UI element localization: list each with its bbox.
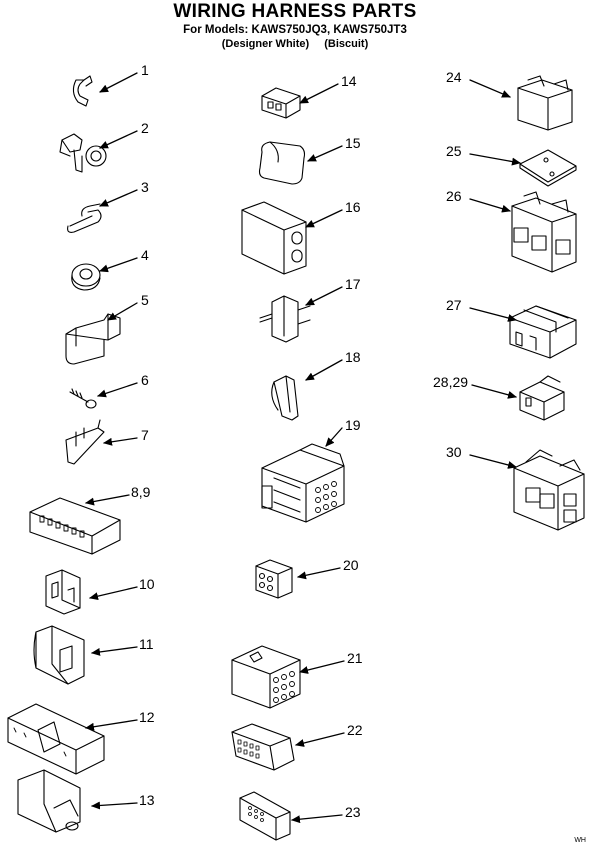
- label-part-3: 3: [141, 179, 149, 195]
- label-part-17: 17: [345, 276, 361, 292]
- part-23-connector: [239, 791, 291, 841]
- label-part-26: 26: [446, 188, 462, 204]
- part-12-terminal-strip: [7, 703, 105, 775]
- variant-biscuit: (Biscuit): [324, 38, 369, 50]
- part-4-grommet: [71, 263, 101, 291]
- part-2-clamp: [59, 133, 107, 173]
- label-part-30: 30: [446, 444, 462, 460]
- part-28-29-connector: [519, 375, 565, 421]
- label-part-15: 15: [345, 135, 361, 151]
- part-30-connector: [513, 449, 585, 531]
- part-27-connector: [509, 305, 577, 359]
- label-part-21: 21: [347, 650, 363, 666]
- label-part-8-9: 8,9: [131, 484, 151, 500]
- part-15-sleeve: [258, 141, 306, 185]
- label-part-23: 23: [345, 804, 361, 820]
- label-part-27: 27: [446, 297, 462, 313]
- variant-line: (Designer White) (Biscuit): [0, 38, 590, 50]
- label-part-4: 4: [141, 247, 149, 263]
- models-line: For Models: KAWS750JQ3, KAWS750JT3: [183, 24, 407, 36]
- label-part-18: 18: [345, 349, 361, 365]
- label-part-5: 5: [141, 292, 149, 308]
- label-part-10: 10: [139, 576, 155, 592]
- variant-designer-white: (Designer White): [221, 38, 310, 50]
- part-11-connector: [33, 625, 85, 685]
- label-part-6: 6: [141, 372, 149, 388]
- label-part-7: 7: [141, 427, 149, 443]
- label-part-20: 20: [343, 557, 359, 573]
- part-22-connector: [231, 723, 295, 771]
- part-13-connector: [17, 769, 81, 833]
- label-part-22: 22: [347, 722, 363, 738]
- label-part-2: 2: [141, 120, 149, 136]
- part-8-9-connector: [29, 497, 121, 555]
- part-18-clip: [271, 375, 299, 421]
- page-title: WIRING HARNESS PARTS: [173, 1, 417, 22]
- label-part-24: 24: [446, 69, 462, 85]
- part-17-connector: [259, 295, 311, 343]
- part-19-connector: [261, 443, 345, 523]
- part-5-strap-clip: [65, 313, 121, 365]
- part-10-connector: [45, 569, 81, 615]
- corner-code: WH: [574, 837, 586, 844]
- label-part-28-29: 28,29: [433, 374, 469, 390]
- label-part-19: 19: [345, 417, 361, 433]
- label-part-1: 1: [141, 62, 149, 78]
- part-7-push-pin: [65, 419, 105, 465]
- part-21-connector: [231, 645, 301, 709]
- label-part-16: 16: [345, 199, 361, 215]
- part-3-wire-clip: [67, 203, 102, 233]
- part-25-plate: [519, 149, 577, 187]
- part-6-screw: [69, 388, 97, 409]
- part-20-connector: [255, 559, 293, 599]
- label-part-11: 11: [139, 636, 154, 652]
- part-14-connector: [261, 87, 301, 119]
- label-part-25: 25: [446, 143, 462, 159]
- leader-arrows: [85, 72, 521, 824]
- part-26-connector: [511, 191, 577, 273]
- part-16-connector: [241, 201, 307, 275]
- label-part-13: 13: [139, 792, 155, 808]
- part-1-clip: [72, 75, 93, 107]
- label-part-14: 14: [341, 73, 357, 89]
- part-24-connector: [517, 75, 573, 131]
- label-part-12: 12: [139, 709, 155, 725]
